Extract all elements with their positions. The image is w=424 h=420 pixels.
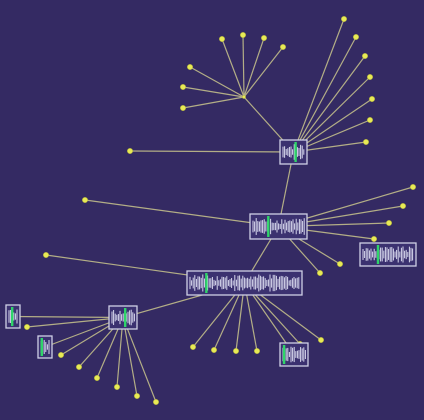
edge-line [292,36,357,153]
node-n6 [5,304,21,329]
leaf-node [58,352,64,358]
leaf-node [400,203,406,209]
node-n7 [37,335,53,359]
leaf-node [180,84,186,90]
leaf-node [190,344,196,350]
node-n1 [279,139,308,165]
edge-line [129,150,294,153]
node-n2 [249,213,308,240]
edge-line [122,317,138,397]
leaf-node [261,35,267,41]
edge-line [182,86,245,98]
leaf-node [233,348,239,354]
leaf-node [211,347,217,353]
leaf-node [362,53,368,59]
leaf-node [367,74,373,80]
leaf-node [371,236,377,242]
node-n3 [359,242,417,267]
leaf-node [280,44,286,50]
leaf-node [254,348,260,354]
edge-line [293,55,366,153]
hub-node [242,95,246,99]
leaf-node [114,384,120,390]
leaf-node [127,148,133,154]
edge-line [26,316,124,328]
leaf-node [94,375,100,381]
edge-line [84,199,279,228]
node-n5 [108,305,138,330]
leaf-node [219,36,225,42]
leaf-node [153,399,159,405]
leaf-node [341,16,347,22]
leaf-node [410,184,416,190]
leaf-node [337,261,343,267]
leaf-node [363,139,369,145]
leaf-node [180,105,186,111]
leaf-node [24,324,30,330]
leaf-node [386,220,392,226]
leaf-node [134,393,140,399]
leaf-node [318,337,324,343]
edge-line [243,37,265,98]
leaf-node [240,32,246,38]
edges-layer [12,18,414,403]
leaf-node [43,252,49,258]
edge-line [122,317,157,403]
node-box [37,335,53,359]
leaf-node [187,64,193,70]
edge-line [292,18,345,153]
leaf-node [353,34,359,40]
leaf-node [369,96,375,102]
leaf-node [367,117,373,123]
leaf-node [82,197,88,203]
leaf-node [76,364,82,370]
edge-line [221,38,245,98]
edge-line [182,96,245,109]
edge-line [242,34,245,98]
leaf-node [317,270,323,276]
node-n8 [279,342,309,367]
node-box [279,139,308,165]
edge-line [189,66,245,98]
edge-line [243,46,284,98]
node-box [359,242,417,267]
leaves-layer [24,16,416,405]
edge-line [12,315,124,319]
nodes-layer [5,95,417,367]
node-n4 [186,270,303,296]
